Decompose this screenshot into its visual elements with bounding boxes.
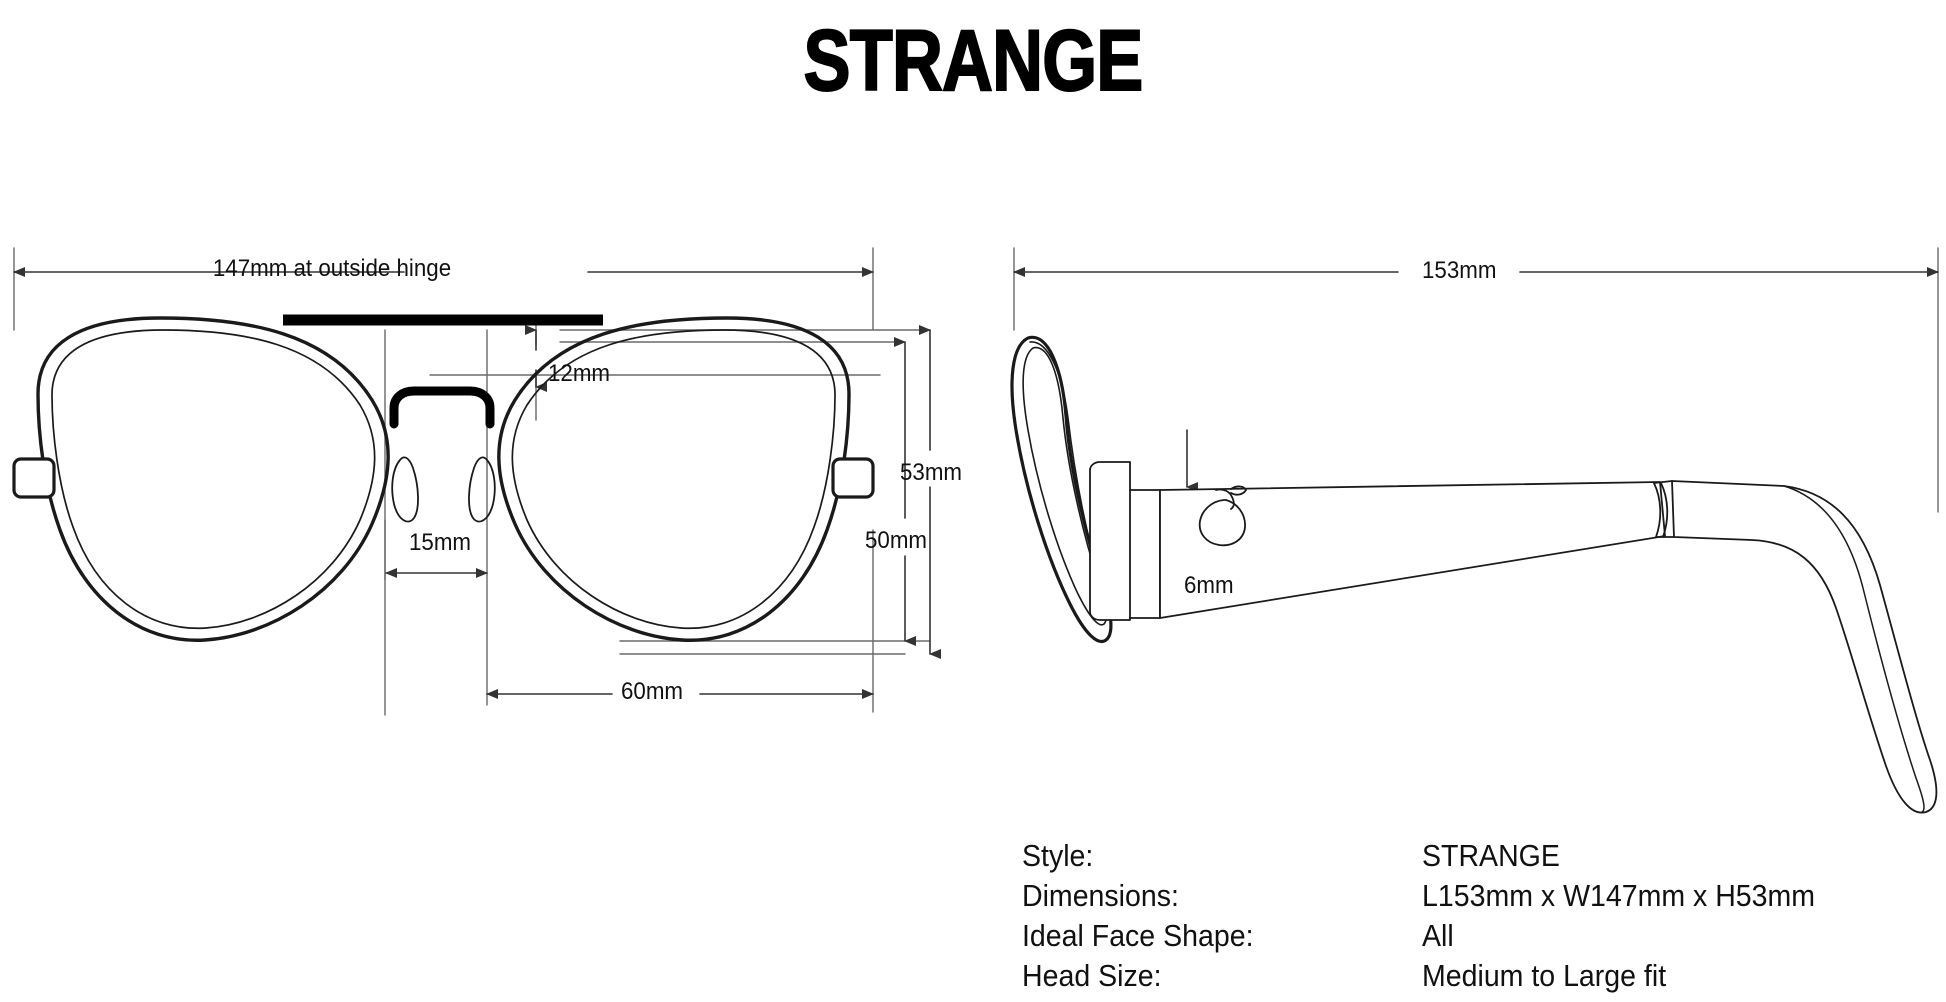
spec-value-ideal-face-shape: All bbox=[1422, 918, 1454, 953]
spec-row-head-size: Head Size: Medium to Large fit bbox=[1022, 956, 1742, 996]
page-title: STRANGE bbox=[803, 13, 1145, 109]
spec-label-ideal-face-shape: Ideal Face Shape: bbox=[1022, 918, 1254, 953]
spec-label-dimensions: Dimensions: bbox=[1022, 878, 1179, 913]
front-view-extension-lines bbox=[13, 247, 931, 716]
front-view-glasses bbox=[12, 247, 941, 716]
dimension-label-50mm: 50mm bbox=[865, 527, 928, 554]
left-lens-inner-rim bbox=[51, 329, 376, 630]
side-frame-profile-inner bbox=[1022, 346, 1108, 626]
dimension-label-12mm: 12mm bbox=[548, 360, 611, 387]
dimension-label-60mm: 60mm bbox=[621, 678, 684, 705]
pear-logo bbox=[1198, 485, 1247, 547]
temple-joint-ring bbox=[1653, 480, 1675, 538]
left-hinge-endpiece bbox=[12, 457, 56, 499]
spec-value-style: STRANGE bbox=[1422, 838, 1560, 873]
temple-tip-inner-line bbox=[1783, 485, 1925, 813]
dimension-label-153mm: 153mm bbox=[1422, 257, 1497, 284]
dimension-label-6mm: 6mm bbox=[1184, 572, 1234, 599]
dimension-label-147mm: 147mm at outside hinge bbox=[212, 255, 452, 282]
spec-label-style: Style: bbox=[1022, 838, 1094, 873]
left-lens-outer-rim bbox=[36, 316, 390, 642]
temple-tip bbox=[1671, 480, 1938, 814]
spec-value-head-size: Medium to Large fit bbox=[1422, 958, 1667, 993]
side-hinge-block bbox=[1089, 461, 1131, 621]
spec-row-style: Style: STRANGE bbox=[1022, 836, 1742, 876]
dimension-label-53mm: 53mm bbox=[900, 459, 963, 486]
temple-arm bbox=[1159, 481, 1666, 619]
dimension-label-15mm: 15mm bbox=[409, 529, 472, 556]
spec-row-dimensions: Dimensions: L153mm x W147mm x H53mm bbox=[1022, 876, 1815, 916]
side-view-extension-lines bbox=[1013, 247, 1939, 513]
spec-value-dimensions: L153mm x W147mm x H53mm bbox=[1422, 878, 1816, 913]
side-frame-profile-crease bbox=[1029, 341, 1095, 561]
bridge bbox=[389, 386, 495, 429]
side-view-glasses bbox=[1010, 247, 1939, 814]
right-hinge-endpiece bbox=[831, 457, 875, 499]
side-hinge-block-edge bbox=[1129, 489, 1161, 619]
spec-table: Style: STRANGE Dimensions: L153mm x W147… bbox=[1022, 836, 1815, 996]
spec-row-ideal-face-shape: Ideal Face Shape: All bbox=[1022, 916, 1742, 956]
side-frame-profile-outer bbox=[1010, 335, 1113, 644]
spec-label-head-size: Head Size: bbox=[1022, 958, 1162, 993]
left-nose-pad bbox=[391, 456, 419, 523]
right-nose-pad bbox=[468, 456, 496, 523]
